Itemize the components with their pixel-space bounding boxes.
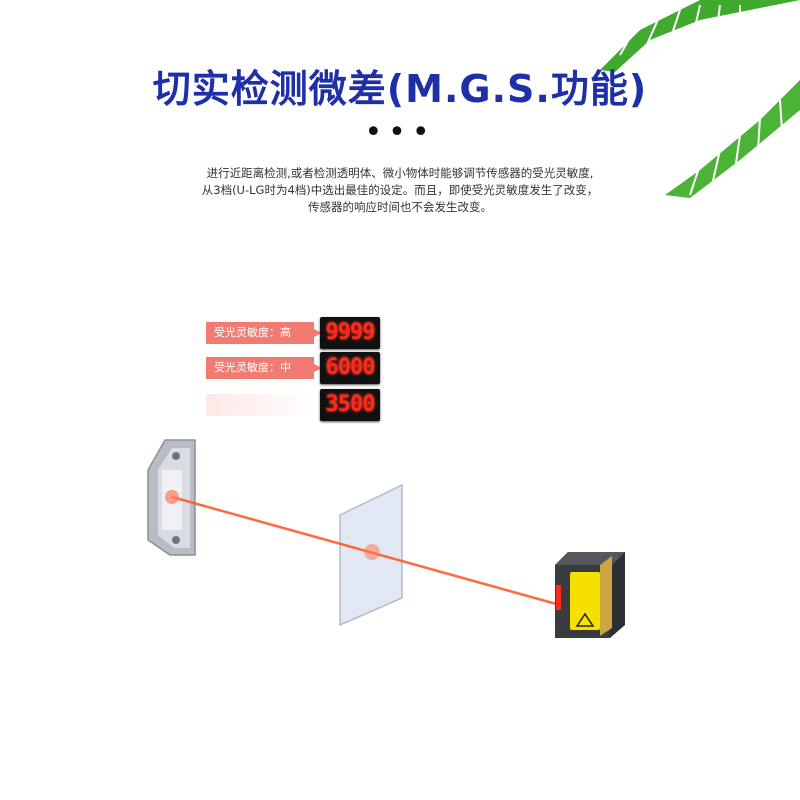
sensitivity-row-low: 3500 xyxy=(206,389,386,421)
description-line-2: 从3档(U-LG时为4档)中选出最佳的设定。而且，即使受光灵敏度发生了改变， xyxy=(201,183,599,197)
laser-sensor xyxy=(555,552,625,638)
palm-leaf-icon xyxy=(600,0,800,198)
sensitivity-row-medium: 受光灵敏度：中 6000 xyxy=(206,352,386,384)
description-line-3: 传感器的响应时间也不会发生改变。 xyxy=(308,200,492,214)
description-line-1: 进行近距离检测,或者检测透明体、微小物体时能够调节传感器的受光灵敏度, xyxy=(206,166,594,180)
sensitivity-label: 受光灵敏度：中 xyxy=(206,357,322,379)
description: 进行近距离检测,或者检测透明体、微小物体时能够调节传感器的受光灵敏度, 从3档(… xyxy=(160,165,640,216)
page-title: 切实检测微差(M.G.S.功能) xyxy=(152,67,648,111)
sensitivity-display: 9999 xyxy=(320,317,380,349)
separator-dots: ••• xyxy=(364,115,436,150)
laser-warning-icon xyxy=(575,612,595,627)
sensitivity-display: 3500 xyxy=(320,389,380,421)
sensitivity-row-high: 受光灵敏度：高 9999 xyxy=(206,317,386,349)
laser-beam xyxy=(165,490,561,607)
sensitivity-display: 6000 xyxy=(320,352,380,384)
sensitivity-label xyxy=(206,394,314,416)
sensitivity-label: 受光灵敏度：高 xyxy=(206,322,322,344)
